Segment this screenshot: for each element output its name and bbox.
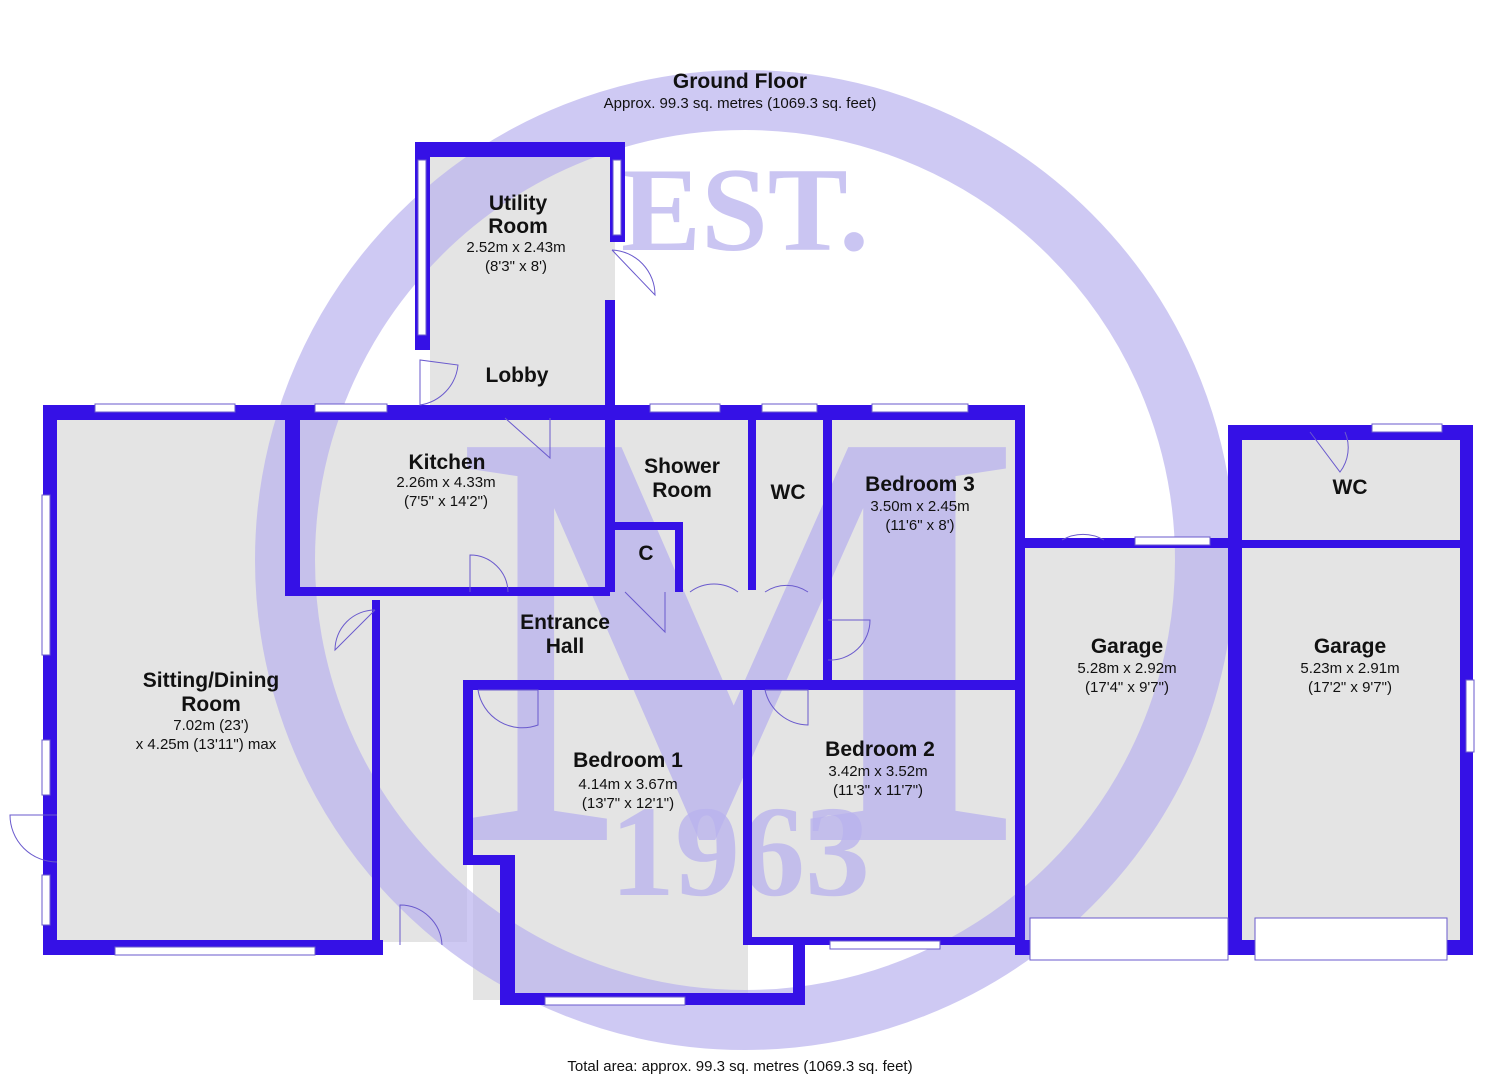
room-lobby: Lobby <box>486 364 549 387</box>
room-bedroom-2: Bedroom 2 3.42m x 3.52m (11'3" x 11'7") <box>825 738 935 799</box>
svg-text:Sitting/Dining: Sitting/Dining <box>143 669 279 692</box>
svg-text:2.52m x 2.43m: 2.52m x 2.43m <box>466 239 565 256</box>
svg-text:Garage: Garage <box>1091 635 1163 658</box>
room-shower: Shower Room <box>644 455 720 502</box>
room-kitchen: Kitchen 2.26m x 4.33m (7'5" x 14'2") <box>396 451 495 510</box>
room-sitting-dining: Sitting/Dining Room 7.02m (23') x 4.25m … <box>136 669 279 753</box>
room-wc: WC <box>771 481 806 504</box>
svg-text:(17'2" x 9'7"): (17'2" x 9'7") <box>1308 679 1392 696</box>
svg-text:(8'3" x 8'): (8'3" x 8') <box>485 258 547 275</box>
total-area: Total area: approx. 99.3 sq. metres (106… <box>567 1058 912 1075</box>
svg-text:5.23m x 2.91m: 5.23m x 2.91m <box>1300 660 1399 677</box>
floor-title: Ground Floor <box>673 70 807 93</box>
floor-area: Approx. 99.3 sq. metres (1069.3 sq. feet… <box>604 95 877 112</box>
svg-text:Room: Room <box>181 693 241 716</box>
svg-text:Hall: Hall <box>546 635 585 658</box>
svg-text:Garage: Garage <box>1314 635 1386 658</box>
svg-text:(11'3" x 11'7"): (11'3" x 11'7") <box>833 782 923 799</box>
room-garage-1: Garage 5.28m x 2.92m (17'4" x 9'7") <box>1077 635 1176 696</box>
svg-text:EST.: EST. <box>621 143 869 276</box>
svg-text:5.28m x 2.92m: 5.28m x 2.92m <box>1077 660 1176 677</box>
svg-text:3.42m x 3.52m: 3.42m x 3.52m <box>828 763 927 780</box>
room-entrance-hall: Entrance Hall <box>520 611 610 658</box>
svg-text:Shower: Shower <box>644 455 720 478</box>
svg-text:Bedroom 1: Bedroom 1 <box>573 749 683 772</box>
svg-text:1963: 1963 <box>610 780 870 924</box>
room-garage-2: Garage 5.23m x 2.91m (17'2" x 9'7") <box>1300 635 1399 696</box>
room-cupboard: C <box>638 542 653 565</box>
svg-text:Bedroom 2: Bedroom 2 <box>825 738 935 761</box>
svg-text:Utility: Utility <box>489 192 548 215</box>
room-wc-garage: WC <box>1333 476 1368 499</box>
svg-text:(11'6" x 8'): (11'6" x 8') <box>885 517 954 534</box>
svg-text:7.02m (23'): 7.02m (23') <box>173 717 248 734</box>
svg-text:(13'7" x 12'1"): (13'7" x 12'1") <box>582 795 674 812</box>
room-bedroom-1: Bedroom 1 4.14m x 3.67m (13'7" x 12'1") <box>573 749 683 812</box>
room-utility: Utility Room 2.52m x 2.43m (8'3" x 8') <box>466 192 565 275</box>
svg-text:2.26m x 4.33m: 2.26m x 4.33m <box>396 474 495 491</box>
svg-text:4.14m x 3.67m: 4.14m x 3.67m <box>578 776 677 793</box>
svg-text:Bedroom 3: Bedroom 3 <box>865 473 975 496</box>
svg-text:x 4.25m (13'11") max: x 4.25m (13'11") max <box>136 736 277 753</box>
svg-text:(17'4" x 9'7"): (17'4" x 9'7") <box>1085 679 1169 696</box>
svg-text:Room: Room <box>652 479 712 502</box>
svg-text:(7'5" x 14'2"): (7'5" x 14'2") <box>404 493 488 510</box>
windows <box>41 159 1475 1006</box>
svg-text:3.50m x 2.45m: 3.50m x 2.45m <box>870 498 969 515</box>
svg-text:Entrance: Entrance <box>520 611 610 634</box>
doors <box>9 249 1349 946</box>
svg-text:Room: Room <box>488 215 548 238</box>
svg-text:Kitchen: Kitchen <box>408 451 485 474</box>
room-bedroom-3: Bedroom 3 3.50m x 2.45m (11'6" x 8') <box>865 473 975 534</box>
